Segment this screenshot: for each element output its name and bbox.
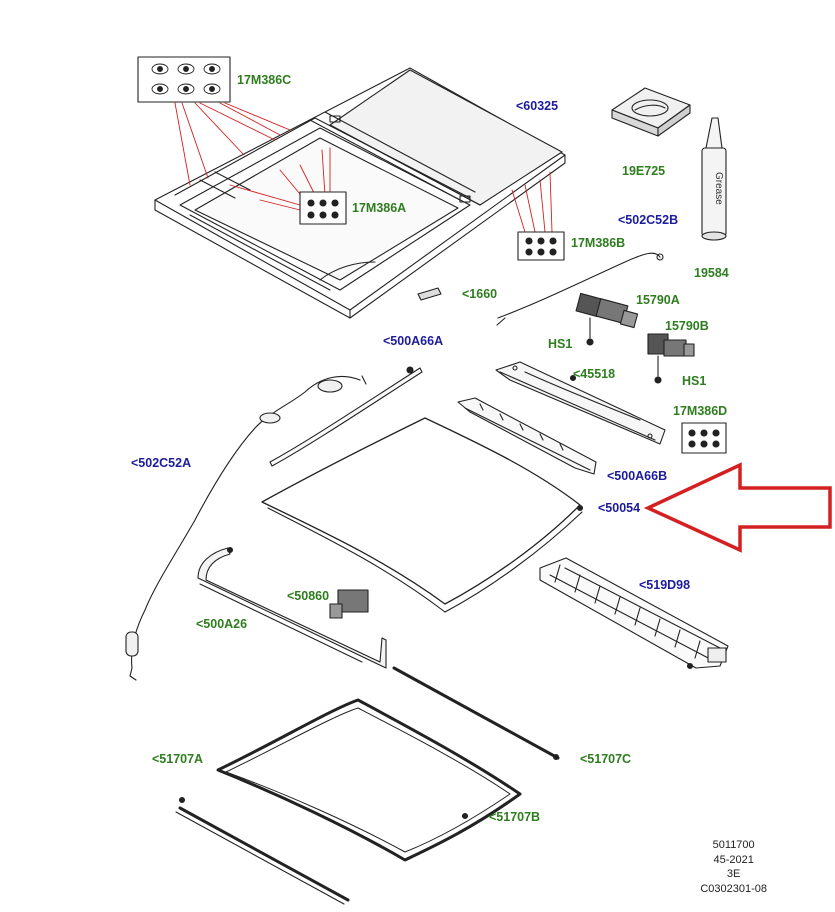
callout-500a66a: <500A66A <box>383 334 444 348</box>
callout-502c52a: <502C52A <box>131 456 192 470</box>
block-1660 <box>417 287 442 301</box>
seal-strip-51707c <box>392 666 560 761</box>
diagram-reference-block: 5011700 45-2021 3E C0302301-08 <box>700 838 767 896</box>
callout-15790b: 15790B <box>665 319 709 333</box>
clip-box-17m386c <box>137 56 231 103</box>
callout-51707c: <51707C <box>580 752 632 766</box>
bracket-45518 <box>495 361 666 445</box>
strip-500a66a <box>269 366 423 467</box>
callout-1660: <1660 <box>462 287 498 301</box>
sunblind-519d98 <box>539 557 729 670</box>
callout-51707a: <51707A <box>152 752 204 766</box>
callout-45518: <45518 <box>573 367 616 381</box>
callout-500a26: <500A26 <box>196 617 248 631</box>
callout-519d98: <519D98 <box>639 578 691 592</box>
callout-19584: 19584 <box>694 266 729 280</box>
reference-line-2: 45-2021 <box>713 853 754 866</box>
cable-502c52b <box>496 252 664 326</box>
callout-15790a: 15790A <box>636 293 680 307</box>
grease-tube-label: Grease <box>713 172 724 205</box>
callout-60325: <60325 <box>516 99 559 113</box>
callout-17m386d: 17M386D <box>673 404 728 418</box>
callout-17m386c: 17M386C <box>237 73 292 87</box>
motor-15790a <box>575 292 639 346</box>
callout-19e725: 19E725 <box>622 164 666 178</box>
leader-lines-17m386a <box>229 147 331 211</box>
roof-frame-assembly <box>154 67 566 319</box>
reference-line-1: 5011700 <box>712 839 755 851</box>
grease-tube-19584 <box>701 117 727 241</box>
callout-50860: <50860 <box>287 589 330 603</box>
glass-panel-50054 <box>261 417 584 613</box>
callout-51707b: <51707B <box>489 810 541 824</box>
deflector-500a66b <box>457 397 597 475</box>
cable-502c52a <box>125 375 367 681</box>
callout-17m386b: 17M386B <box>571 236 626 250</box>
leader-lines-17m386b <box>511 171 553 233</box>
reference-line-4: C0302301-08 <box>700 882 767 895</box>
callout-17m386a: 17M386A <box>352 201 407 215</box>
motor-15790b <box>647 333 695 384</box>
screw-box-17m386b <box>517 231 565 261</box>
channel-500a26 <box>197 546 387 669</box>
screw-box-17m386a <box>299 191 347 225</box>
callout-502c52b: <502C52B <box>618 213 679 227</box>
callout-500a66b: <500A66B <box>607 469 668 483</box>
leader-lines-17m386c <box>174 102 291 186</box>
bracket-50860 <box>329 589 369 619</box>
strip-51707a <box>175 796 350 905</box>
seal-51707b <box>216 698 522 862</box>
red-outline-arrow-icon <box>643 462 832 553</box>
reference-line-3: 3E <box>726 868 741 880</box>
screw-box-17m386d <box>681 422 727 454</box>
callout-hs1-a: HS1 <box>548 337 573 351</box>
grease-pack-19e725 <box>611 87 691 137</box>
callout-50054: <50054 <box>598 501 641 515</box>
callout-hs1-b: HS1 <box>682 374 707 388</box>
